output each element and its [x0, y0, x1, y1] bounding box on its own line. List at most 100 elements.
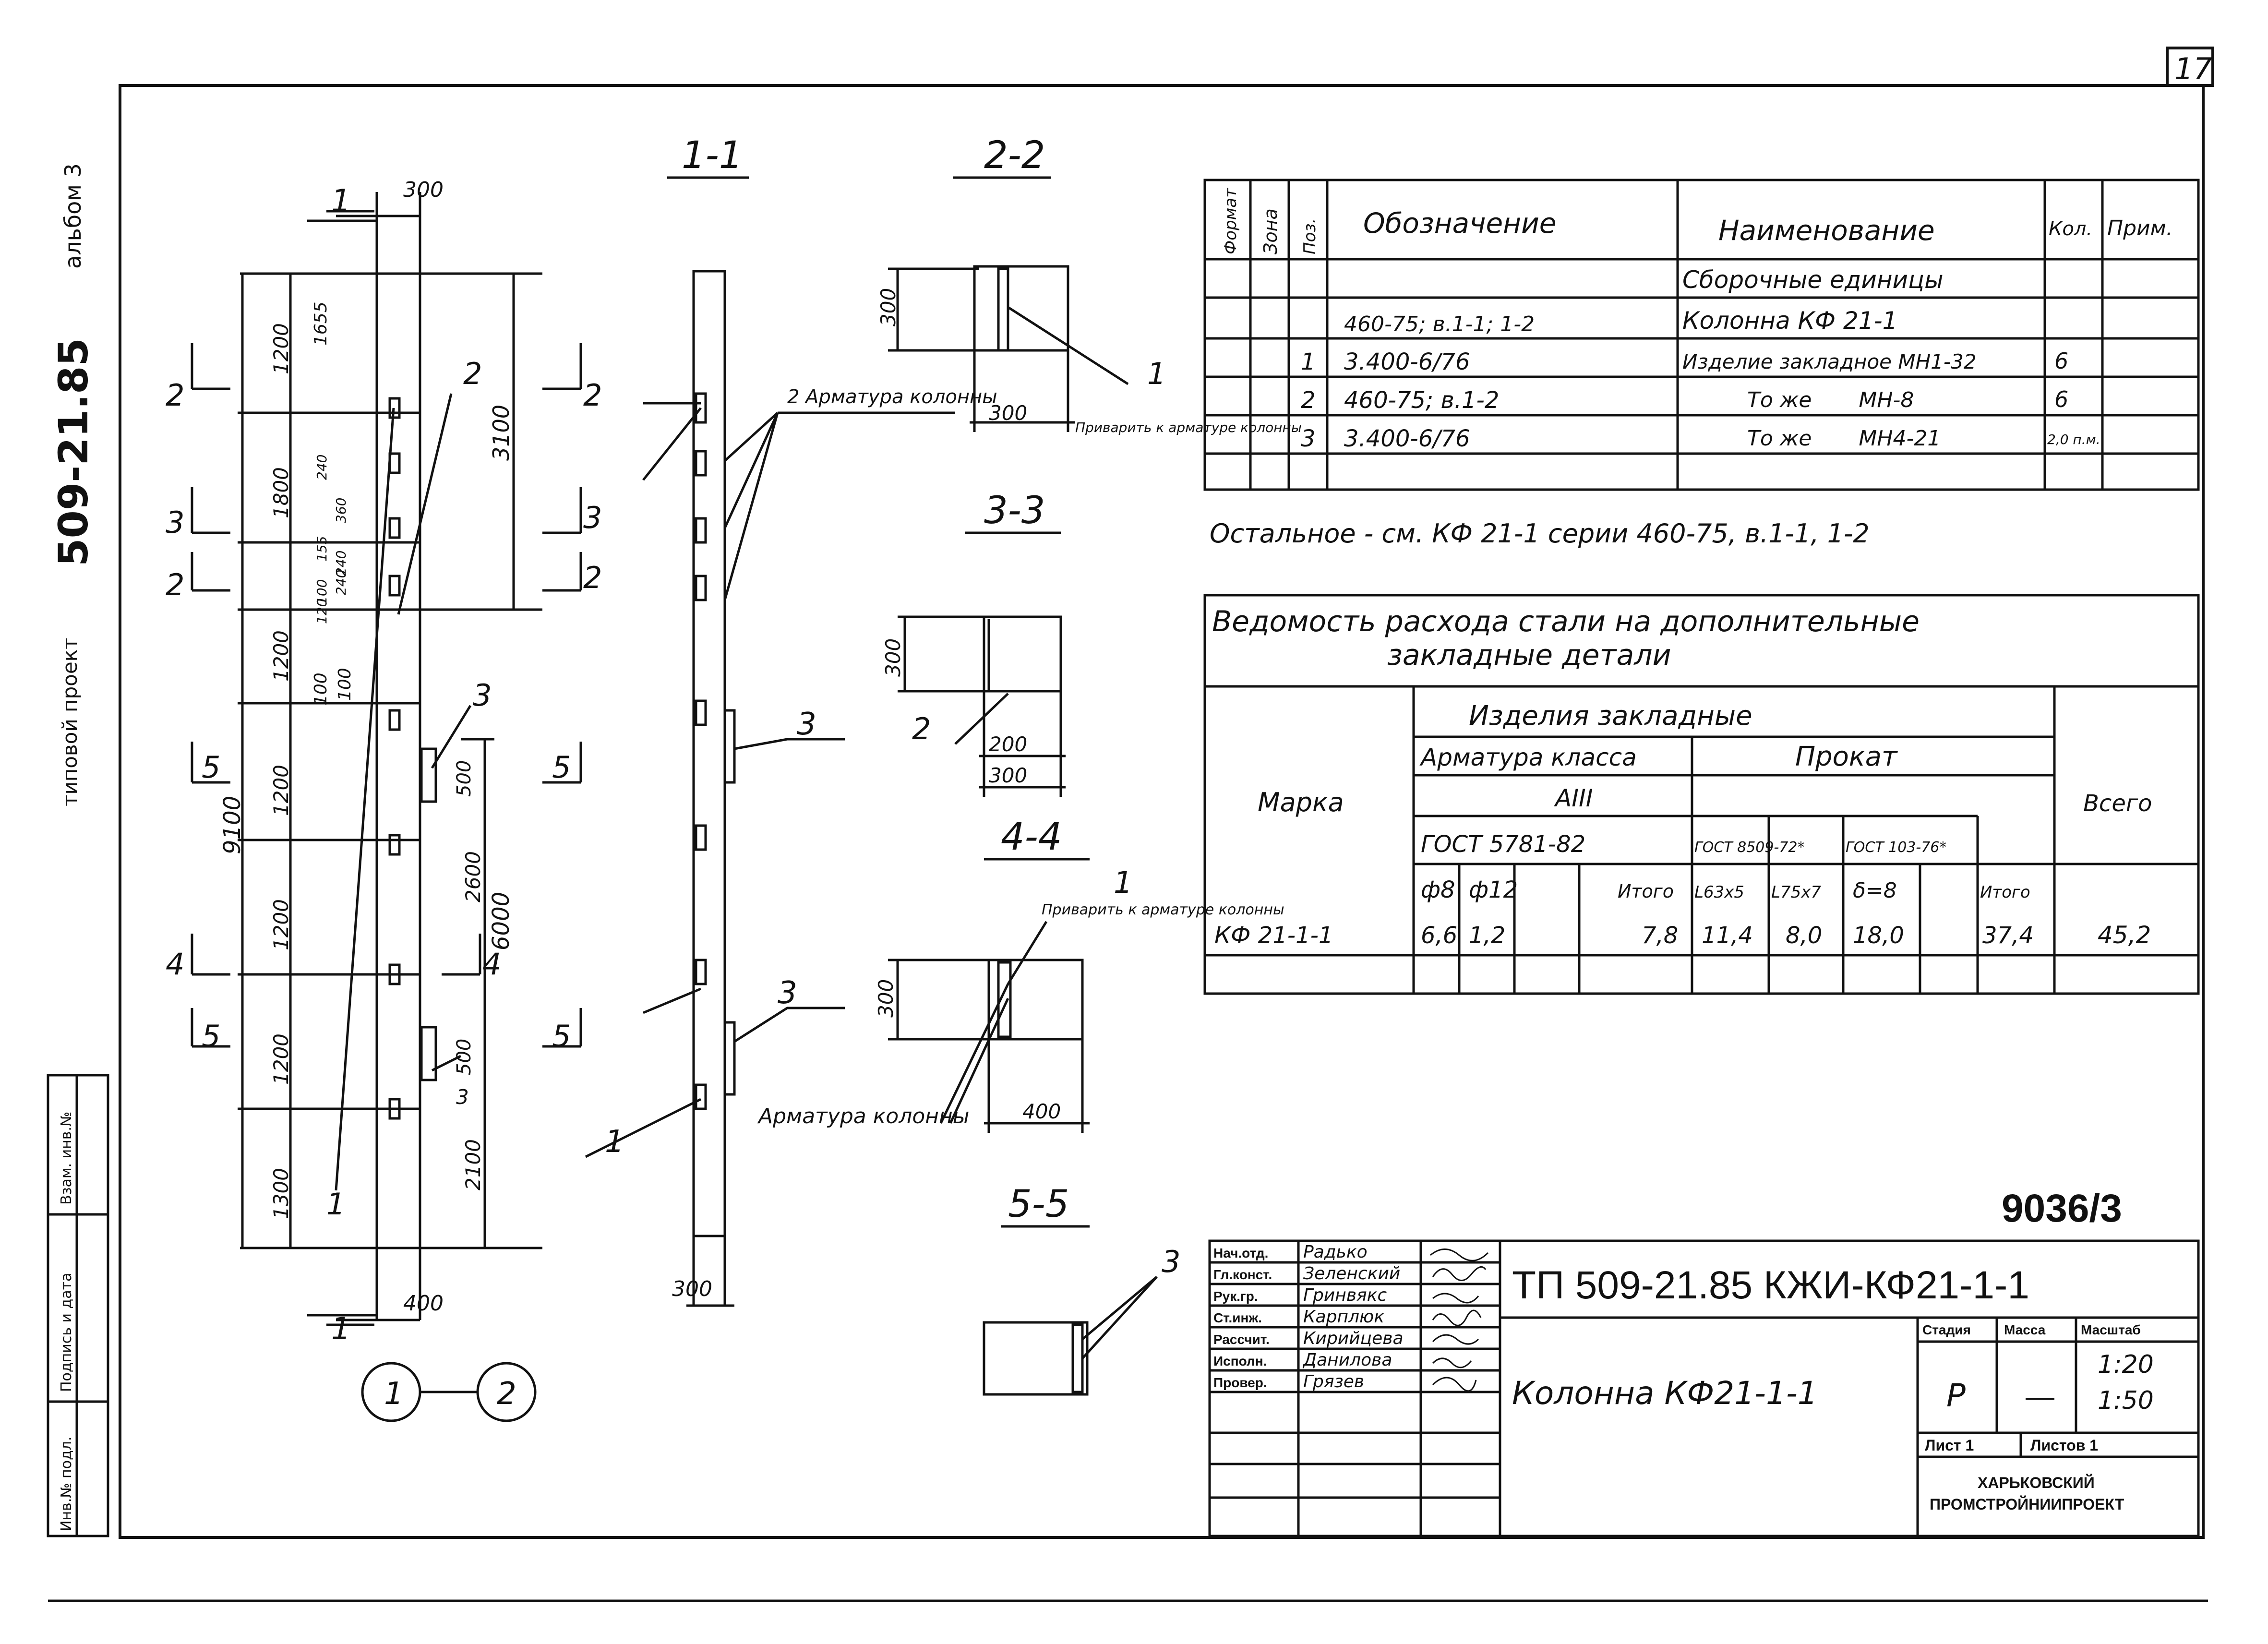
elev-seg-7: 1300 [269, 1168, 293, 1219]
section-4-4-note: Приварить к арматуре колонны [1042, 901, 1284, 918]
steel-h-rolled: Прокат [1795, 741, 1898, 772]
tb-doc-name: Колонна КФ21-1-1 [1512, 1375, 1818, 1412]
project-label: типовой проект [58, 637, 82, 806]
elev-overall-height: 9100 [219, 796, 246, 854]
elev-seg-5: 1200 [269, 899, 293, 950]
spec-table [1203, 179, 2200, 491]
cut-mark-right-6: 5 [552, 1019, 571, 1054]
bubble-1: 1 [384, 1376, 404, 1412]
steel-row-v7: 18,0 [1853, 922, 1904, 949]
steel-row-total: 45,2 [2098, 921, 2151, 949]
spec-h-note: Прим. [2107, 216, 2173, 240]
steel-col-2: ф12 [1469, 876, 1518, 903]
section-2-2-callout: 1 [1147, 356, 1166, 391]
tb-scale-1: 1:20 [2098, 1350, 2154, 1379]
cut-mark-left-6: 5 [202, 1019, 220, 1054]
steel-col-1: ф8 [1421, 876, 1455, 903]
page-number-box [2166, 47, 2214, 87]
cut-mark-right-5: 4 [482, 947, 501, 982]
tb-name-2: Зеленский [1303, 1264, 1400, 1284]
tb-role-6: Исполн. [1213, 1354, 1267, 1368]
spec-r1-name: Сборочные единицы [1682, 266, 1944, 294]
tb-h-scale: Масштаб [2081, 1322, 2141, 1337]
signatures [1430, 1248, 1489, 1392]
tb-role-4: Ст.инж. [1213, 1310, 1262, 1325]
tb-role-5: Рассчит. [1213, 1332, 1270, 1347]
section-1-1-label-3a: 3 [797, 707, 816, 742]
spec-r4-designation: 460-75; в.1-2 [1344, 387, 1499, 414]
steel-row-v5: 11,4 [1702, 922, 1753, 949]
section-1-1-width: 300 [672, 1277, 712, 1301]
steel-row-v1: 6,6 [1421, 922, 1457, 949]
section-3-3-dim-a: 200 [989, 732, 1027, 756]
spec-r5-pos: 3 [1301, 425, 1316, 452]
elev-dim-f: 120 [314, 599, 330, 624]
section-3-3-dim-b: 300 [989, 764, 1027, 787]
series-code: 509-21.85 [50, 338, 97, 566]
steel-col-6: L75x7 [1771, 883, 1821, 902]
steel-h-items: Изделия закладные [1469, 700, 1752, 732]
section-2-2-height: 300 [876, 288, 900, 326]
spec-r5-name: То же МН4-21 [1747, 426, 1941, 451]
spec-r3-name: Изделие закладное МН1-32 [1682, 350, 1977, 373]
steel-h-gost-rolled1: ГОСТ 8509-72* [1694, 839, 1804, 856]
tb-org-1: ХАРЬКОВСКИЙ [1978, 1474, 2095, 1491]
steel-h-mark: Марка [1258, 787, 1344, 817]
cut-mark-right-1: 2 [583, 378, 602, 413]
section-3-3-height: 300 [881, 638, 905, 677]
sheet-frame [119, 84, 2205, 1539]
side-stamp-label-2: Подпись и дата [58, 1273, 75, 1392]
spec-r3-pos: 1 [1301, 348, 1316, 375]
column-elevation [191, 192, 582, 1422]
elev-seg-3: 1200 [269, 630, 293, 682]
section-1-1-title: 1-1 [682, 134, 743, 177]
spec-h-pos: Поз. [1300, 218, 1320, 254]
spec-r3-qty: 6 [2054, 348, 2068, 374]
inventory-code: 9036/3 [2002, 1187, 2122, 1230]
tb-name-1: Радько [1303, 1242, 1368, 1262]
side-stamp-label-1: Инв.№ подл. [58, 1437, 75, 1531]
spec-r4-pos: 2 [1301, 387, 1316, 414]
side-stamp-label-3: Взам. инв.№ [58, 1112, 75, 1205]
tb-sheets: Листов 1 [2030, 1437, 2098, 1454]
spec-footnote: Остальное - см. КФ 21-1 серии 460-75, в.… [1210, 518, 1870, 549]
steel-h-total-all: Всего [2083, 790, 2152, 817]
spec-r4-qty: 6 [2054, 386, 2068, 412]
spec-r2-designation: 460-75; в.1-1; 1-2 [1344, 312, 1535, 336]
section-3-3-title: 3-3 [984, 489, 1045, 532]
elev-dim-c: 155 [314, 536, 330, 562]
spec-r4-name: То же МН-8 [1747, 388, 1914, 412]
spec-h-designation: Обозначение [1363, 207, 1556, 240]
steel-h-rebar: Арматура класса [1419, 744, 1637, 771]
steel-row-v6: 8,0 [1786, 922, 1822, 949]
tb-name-6: Данилова [1302, 1350, 1392, 1370]
tb-stage: Р [1946, 1377, 1966, 1414]
steel-row-mark: КФ 21-1-1 [1214, 922, 1333, 949]
steel-col-9: Итого [1980, 883, 2030, 902]
steel-title-2: закладные детали [1387, 638, 1671, 672]
spec-h-format: Формат [1221, 188, 1240, 254]
elev-inner-height: 6000 [488, 892, 515, 950]
cut-mark-right-3: 2 [583, 560, 602, 595]
steel-row-v2: 1,2 [1469, 922, 1505, 949]
section-1-1-label-3b: 3 [778, 975, 797, 1011]
elev-dim-i: 100 [335, 668, 355, 701]
elev-dim-g: 240 [333, 570, 349, 595]
album-label: альбом 3 [60, 163, 86, 269]
steel-row-v9: 37,4 [1982, 922, 2034, 949]
spec-r5-designation: 3.400-6/76 [1344, 425, 1470, 452]
tb-role-7: Провер. [1213, 1375, 1267, 1390]
spec-h-name: Наименование [1718, 214, 1935, 247]
tb-sheet: Лист 1 [1925, 1437, 1974, 1454]
cut-mark-left-3: 2 [166, 567, 184, 602]
tb-name-4: Карплюк [1303, 1307, 1384, 1327]
title-block [1208, 1239, 2200, 1537]
elev-dim-d: 240 [333, 551, 349, 576]
tb-role-1: Нач.отд. [1213, 1246, 1268, 1260]
cut-mark-left-5: 4 [166, 947, 184, 982]
section-2-2 [888, 176, 1129, 432]
tb-org-2: ПРОМСТРОЙНИИПРОЕКТ [1930, 1496, 2124, 1513]
elev-dim-2100: 2100 [461, 1139, 485, 1190]
tb-name-3: Гринвякс [1303, 1285, 1387, 1305]
